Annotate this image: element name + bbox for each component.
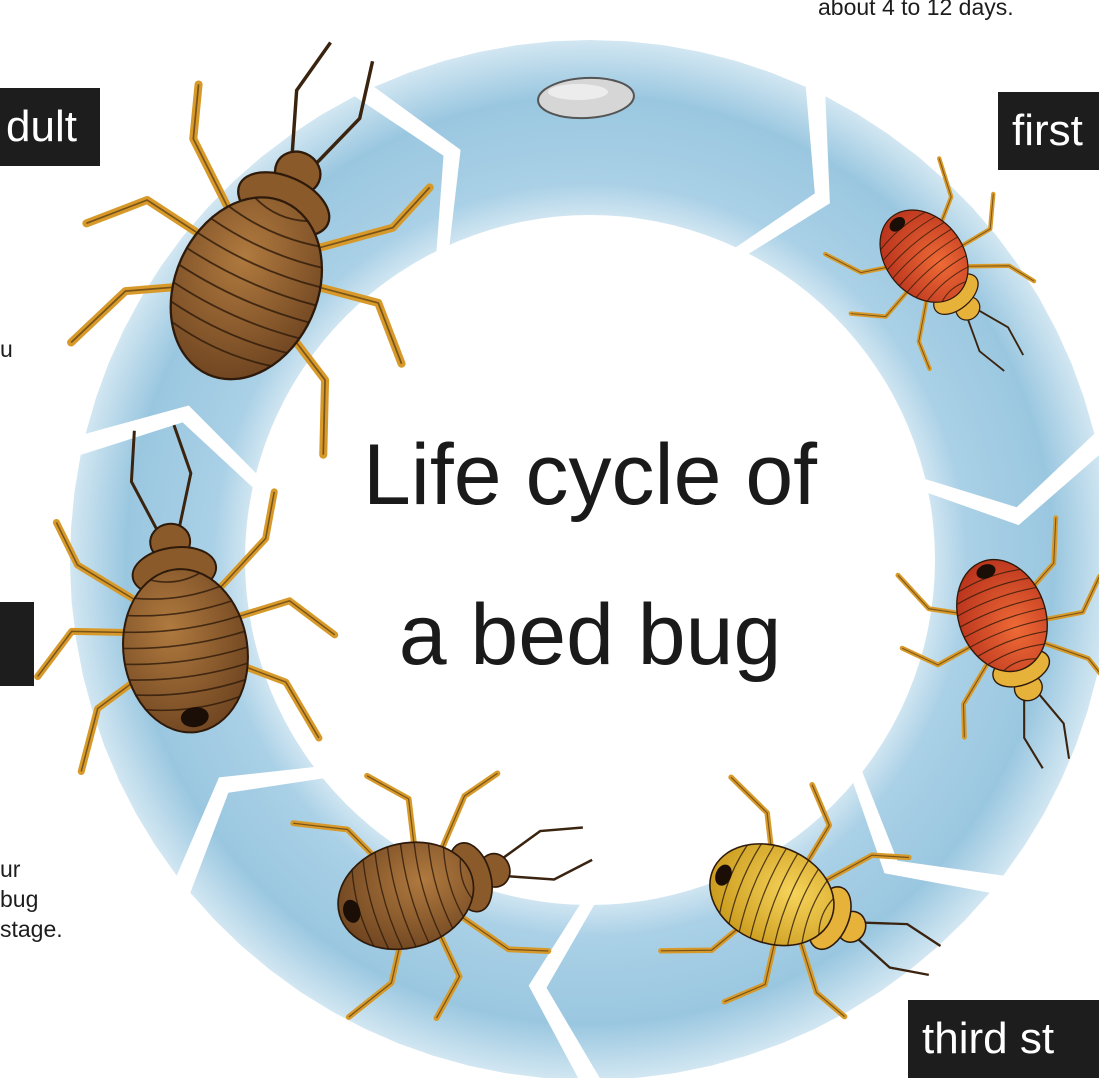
diagram-title-line-1: Life cycle of <box>330 432 850 518</box>
diagram-title-line-2: a bed bug <box>330 592 850 678</box>
caption-bottom-left-1: ur <box>0 854 20 885</box>
caption-bottom-left-2: bug <box>0 884 38 915</box>
caption-top-right: about 4 to 12 days. <box>818 0 1014 23</box>
stage-label-third: third st <box>908 1000 1099 1078</box>
stage-label-first: first <box>998 92 1099 170</box>
caption-left-mid: u <box>0 334 13 365</box>
caption-bottom-left-3: stage. <box>0 914 63 945</box>
stage-label-adult: dult <box>0 88 100 166</box>
stage-label-partial <box>0 602 34 686</box>
center-disk <box>245 215 935 905</box>
